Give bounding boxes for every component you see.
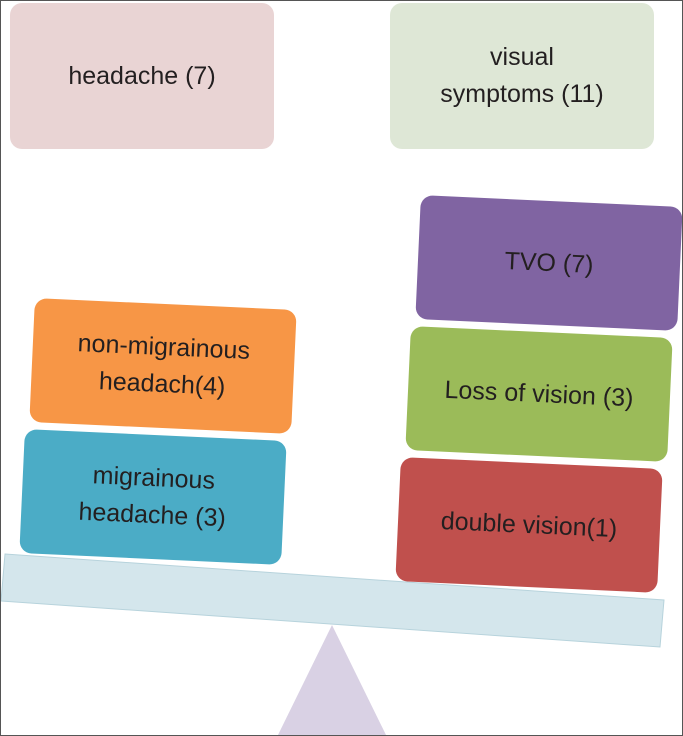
scale-beam	[1, 553, 665, 648]
block-loss-of-vision: Loss of vision (3)	[405, 326, 673, 462]
block-non-migrainous-headache-label: non-migrainous headach(4)	[77, 329, 251, 401]
block-migrainous-headache-label: migrainous headache (3)	[77, 461, 227, 533]
block-double-vision-label: double vision(1)	[440, 506, 618, 543]
category-headache-label: headache (7)	[68, 61, 216, 90]
block-tvo-label: TVO (7)	[503, 246, 595, 279]
block-loss-of-vision-label: Loss of vision (3)	[444, 375, 635, 412]
block-tvo: TVO (7)	[415, 195, 682, 331]
category-headache: headache (7)	[10, 3, 274, 149]
block-non-migrainous-headache: non-migrainous headach(4)	[29, 298, 297, 434]
block-double-vision: double vision(1)	[395, 457, 663, 593]
category-visual-symptoms: visual symptoms (11)	[390, 3, 654, 149]
category-visual-symptoms-label: visual symptoms (11)	[440, 43, 604, 108]
scale-fulcrum	[277, 625, 387, 735]
block-migrainous-headache: migrainous headache (3)	[19, 429, 287, 565]
